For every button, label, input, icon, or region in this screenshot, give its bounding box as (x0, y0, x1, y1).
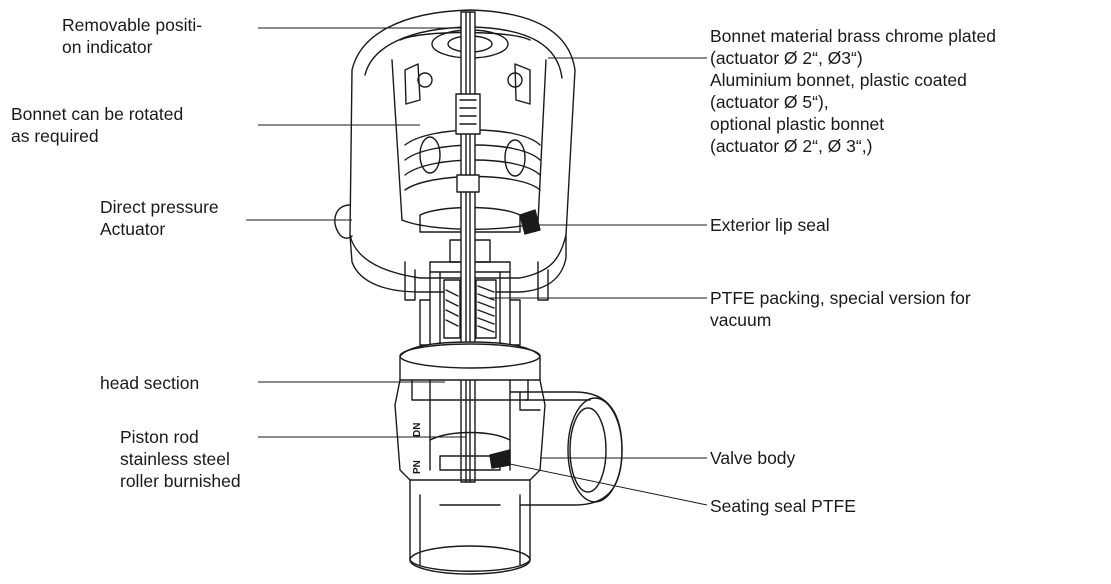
actuator-internals (419, 206, 541, 273)
label-bonnet-material: Bonnet material brass chrome plated (act… (710, 26, 996, 156)
leader-seating-seal (499, 461, 708, 506)
leader-lines (246, 27, 708, 506)
label-piston-rod: Piston rod stainless steel roller burnis… (120, 427, 241, 491)
label-ptfe-packing: PTFE packing, special version for vacuum (710, 288, 971, 330)
valve-body (394, 379, 623, 575)
label-direct-actuator: Direct pressure Actuator (100, 197, 219, 239)
head-section (399, 341, 541, 471)
body-mark-pn: PN (412, 460, 423, 474)
body-mark-dn: DN (412, 423, 423, 437)
label-head-section: head section (100, 373, 200, 393)
label-lip-seal: Exterior lip seal (710, 215, 830, 235)
bonnet (334, 9, 576, 301)
label-position-indicator: Removable positi- on indicator (62, 15, 203, 57)
label-bonnet-rotated: Bonnet can be rotated as required (11, 104, 184, 146)
label-seating-seal: Seating seal PTFE (710, 496, 856, 516)
label-valve-body: Valve body (710, 448, 796, 468)
neck-packing (419, 271, 521, 346)
